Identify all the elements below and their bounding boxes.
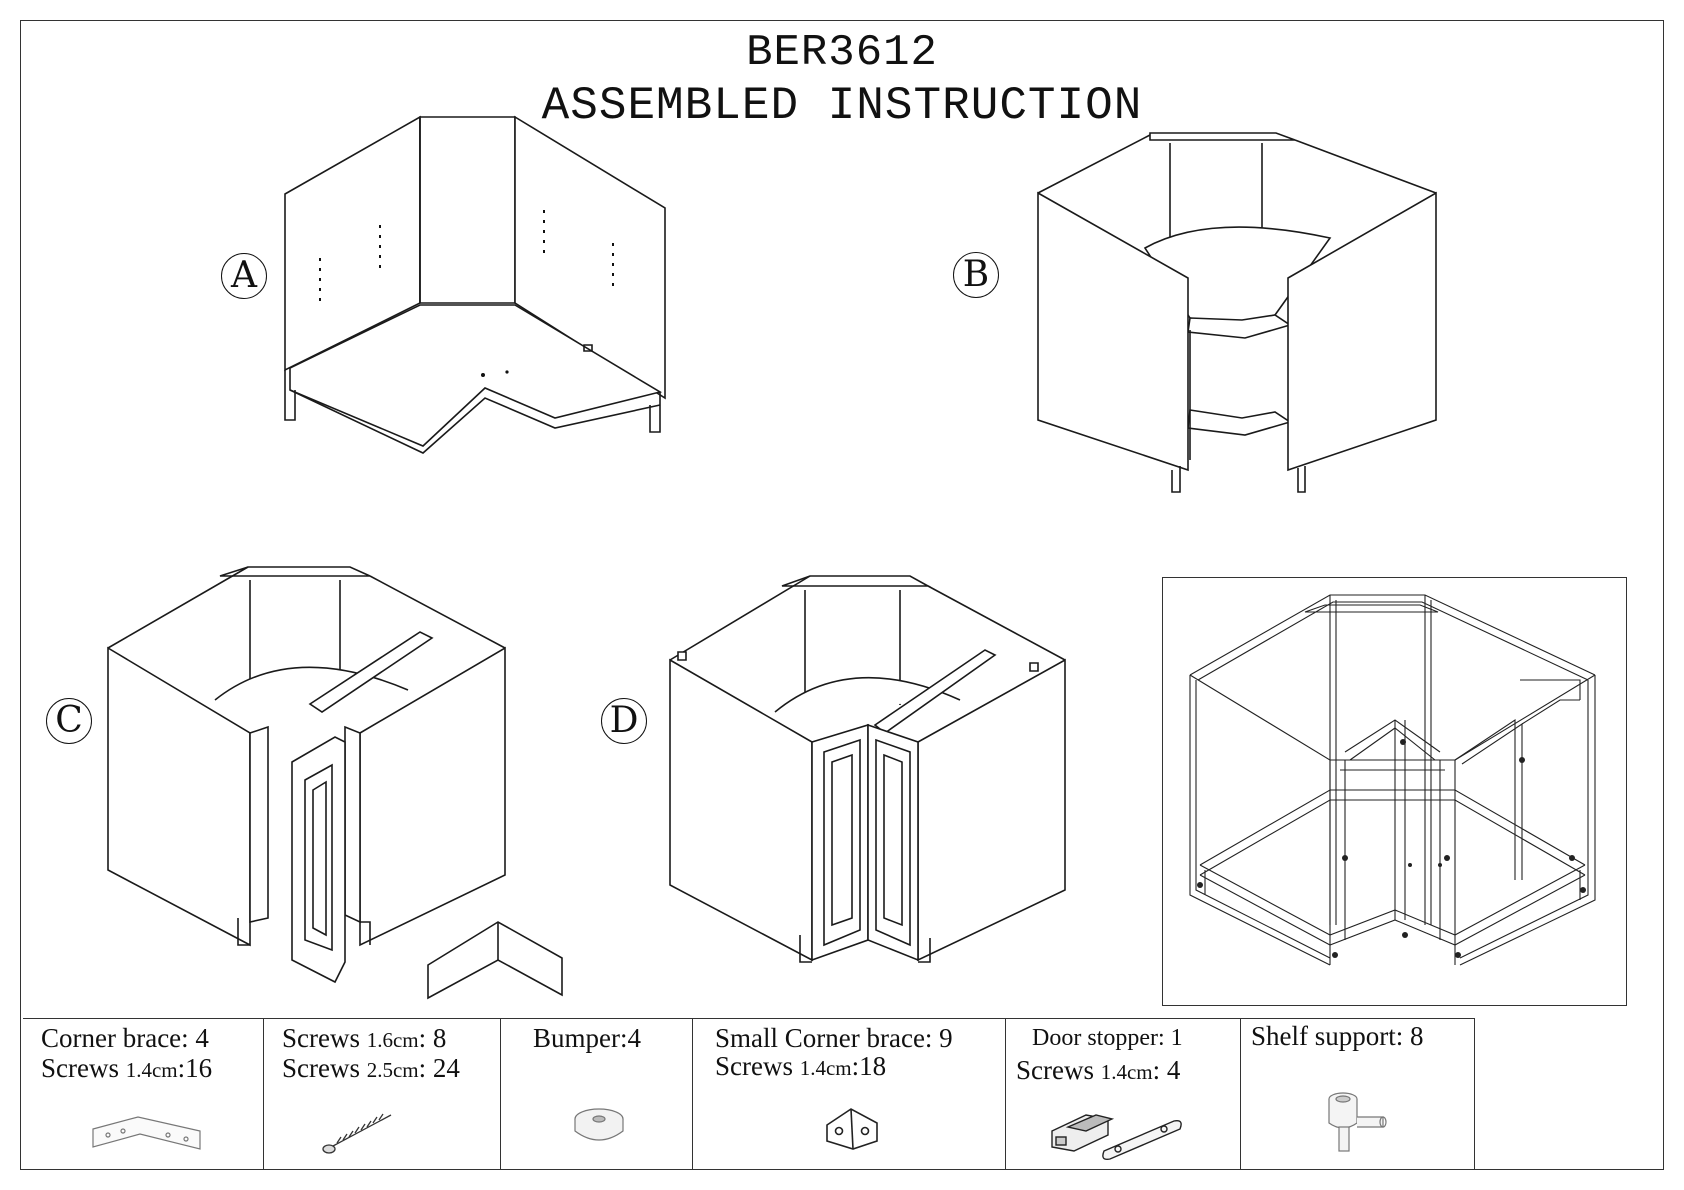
part-door-stopper-screws: Screws 1.4cm: 4 [1016,1055,1181,1085]
step-label-c: C [46,698,92,744]
step-a-bottom [290,305,660,446]
shelf-support-icon [1328,1092,1387,1152]
step-label-a: A [221,253,267,299]
part-cell-small-corner-brace: Small Corner brace: 9 Screws 1.4cm:18 [693,1019,1006,1170]
part-small-corner-brace-label: Small Corner brace: 9 [715,1023,953,1053]
step-a-right-panel [515,117,665,398]
part-cell-corner-brace: Corner brace: 4 Screws 1.4cm:16 [23,1019,264,1170]
model-number: BER3612 [746,28,938,78]
part-small-corner-brace-screws: Screws 1.4cm:18 [715,1051,887,1081]
part-bumper-label: Bumper:4 [533,1023,641,1053]
exploded-view-frame [1162,577,1627,1006]
part-cell-door-stopper: Door stopper: 1 Screws 1.4cm: 4 [1006,1019,1241,1170]
small-corner-brace-icon [826,1108,878,1150]
part-screws-line-2: Screws 2.5cm: 24 [282,1053,460,1083]
magnetic-catch-icon [1051,1114,1182,1161]
part-door-stopper-label: Door stopper: 1 [1032,1025,1183,1051]
part-cell-bumper: Bumper:4 [501,1019,693,1170]
step-c-top-rail [310,632,432,712]
instruction-sheet-border [20,20,1664,1170]
part-cell-shelf-support: Shelf support: 8 [1241,1019,1475,1170]
part-shelf-support-label: Shelf support: 8 [1251,1021,1424,1051]
page-title: ASSEMBLED INSTRUCTION [541,80,1143,132]
step-label-b: B [953,252,999,298]
bumper-icon [574,1108,624,1141]
step-b-right-side-panel [1288,193,1436,470]
parts-list-table: Corner brace: 4 Screws 1.4cm:16 Screws 1… [23,1018,1475,1170]
corner-brace-icon [92,1116,201,1150]
part-cell-screws: Screws 1.6cm: 8 Screws 2.5cm: 24 [264,1019,501,1170]
step-label-d: D [601,698,647,744]
screw-icon [322,1113,392,1154]
step-b-left-side-panel [1038,193,1188,470]
part-screws-line-1: Screws 1.6cm: 8 [282,1023,447,1053]
part-corner-brace-label: Corner brace: 4 [41,1023,209,1053]
part-corner-brace-screws: Screws 1.4cm:16 [41,1053,213,1083]
